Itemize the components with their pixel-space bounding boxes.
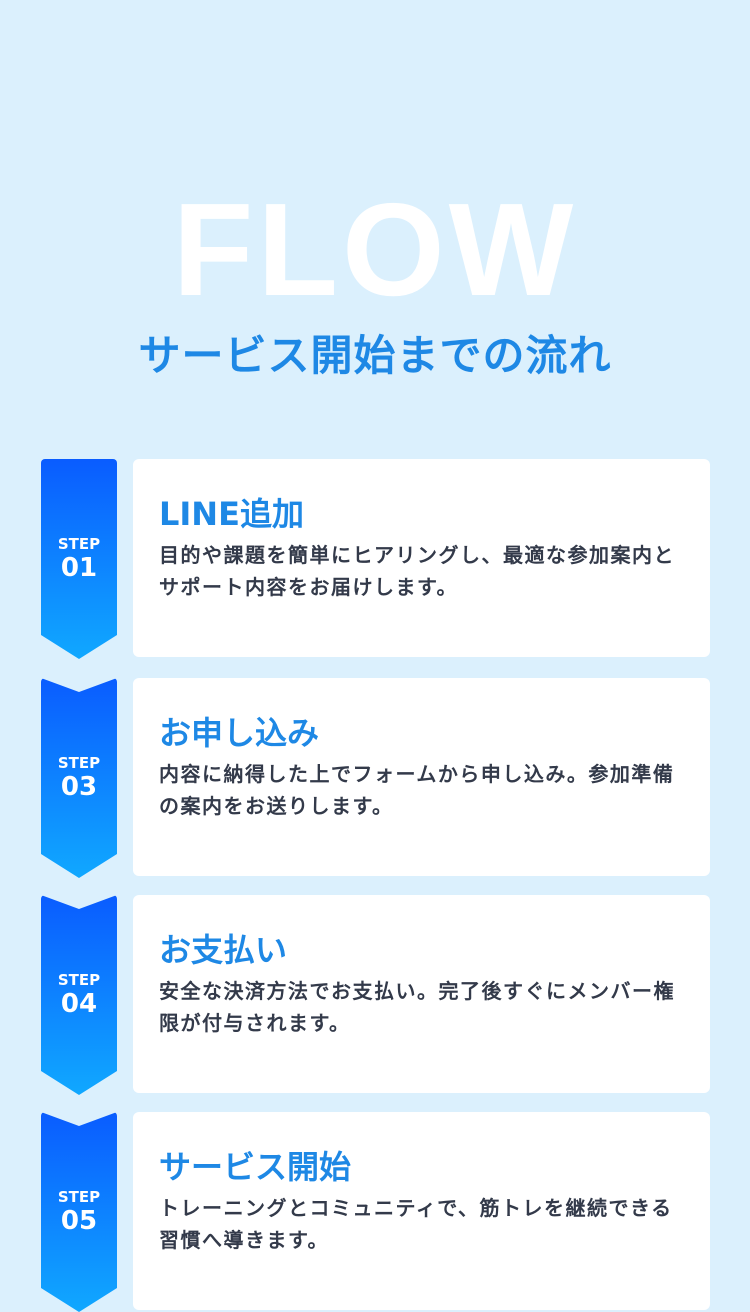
- page-title: サービス開始までの流れ: [138, 331, 612, 380]
- step-card: お支払い安全な決済方法でお支払い。完了後すぐにメンバー権限が付与されます。: [133, 895, 710, 1093]
- step-number: 05: [60, 1205, 98, 1236]
- step-label: STEP: [57, 534, 101, 553]
- step-text: 目的や課題を簡単にヒアリングし、最適な参加案内とサポート内容をお届けします。: [159, 543, 675, 599]
- step-text: トレーニングとコミュニティで、筋トレを継続できる習慣へ導きます。: [159, 1196, 673, 1252]
- step-number: 03: [60, 771, 98, 802]
- step-heading: LINE追加: [159, 495, 304, 533]
- step-label: STEP: [57, 970, 101, 989]
- step-label: STEP: [57, 753, 101, 772]
- step-card: サービス開始トレーニングとコミュニティで、筋トレを継続できる習慣へ導きます。: [133, 1112, 710, 1310]
- step-card: LINE追加目的や課題を簡単にヒアリングし、最適な参加案内とサポート内容をお届け…: [133, 459, 710, 657]
- step-number: 01: [60, 552, 98, 583]
- step-heading: お支払い: [159, 931, 288, 969]
- background-watermark: FLOW: [172, 180, 578, 320]
- step-heading: お申し込み: [159, 714, 320, 752]
- step-number: 04: [60, 988, 98, 1019]
- step-card: お申し込み内容に納得した上でフォームから申し込み。参加準備の案内をお送りします。: [133, 678, 710, 876]
- step-text: 内容に納得した上でフォームから申し込み。参加準備の案内をお送りします。: [159, 762, 675, 818]
- step-text: 安全な決済方法でお支払い。完了後すぐにメンバー権限が付与されます。: [159, 979, 675, 1035]
- step-heading: サービス開始: [159, 1148, 352, 1186]
- step-label: STEP: [57, 1187, 101, 1206]
